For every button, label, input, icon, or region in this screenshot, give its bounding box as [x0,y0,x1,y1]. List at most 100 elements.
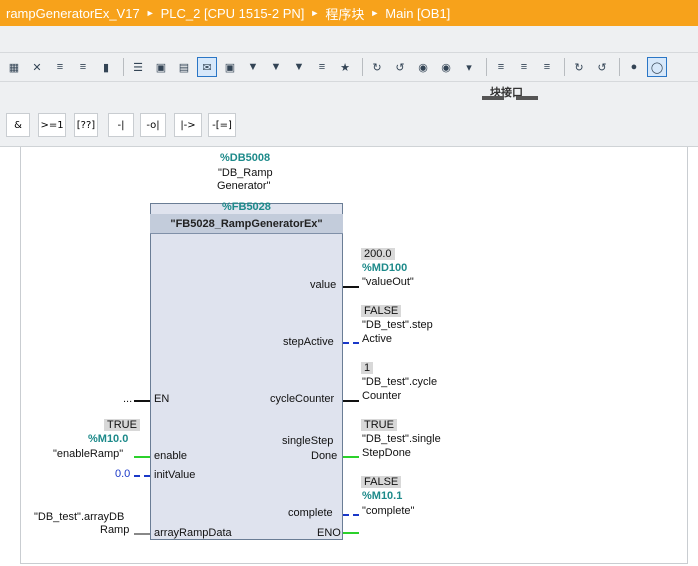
stepactive-symbol-line2: Active [362,333,392,345]
insert-row-icon[interactable]: ≡ [56,61,64,73]
splitter-handle[interactable] [516,96,538,101]
instance-db-name-line2: Generator" [217,180,271,192]
pin-eno: ENO [317,527,341,539]
comments-icon[interactable]: ✉ [197,57,217,77]
breadcrumb-plc[interactable]: PLC_2 [CPU 1515-2 PN] [160,5,305,21]
singlestepdone-monitor: TRUE [361,419,397,431]
complete-address: %M10.1 [362,490,403,502]
compare-icon[interactable]: ↻ [372,61,382,74]
or-box-button[interactable]: >=1 [38,113,66,137]
delete-network-icon[interactable]: ✕ [32,61,42,74]
value-address: %MD100 [362,262,408,274]
toolbar-divider [123,58,124,76]
en-wire [134,400,150,402]
step-icon[interactable]: ◉ [441,61,451,74]
initvalue-wire [134,475,150,479]
cyclecounter-monitor: 1 [361,362,374,374]
empty-box-button[interactable]: [??] [74,113,98,137]
pin-arrayrampdata: arrayRampData [154,527,232,539]
reset-icon[interactable]: ▮ [102,61,110,74]
breadcrumb-separator-icon: ► [370,8,380,18]
stepactive-wire [343,342,359,344]
show-all-icon[interactable]: ☰ [133,61,143,74]
display-icon[interactable]: ▾ [466,61,472,74]
enable-wire [134,456,150,458]
pin-initvalue: initValue [154,469,196,481]
go-to-icon[interactable]: ↺ [395,61,405,74]
complete-symbol[interactable]: "complete" [362,505,415,517]
stepactive-monitor: FALSE [361,305,402,317]
negation-button[interactable]: -o| [140,113,166,137]
monitor-icon[interactable]: ★ [340,61,350,74]
enable-value: TRUE [104,419,140,431]
program-status-icon[interactable]: ↺ [597,61,607,74]
block-address: %FB5028 [222,201,271,213]
network-canvas[interactable] [20,147,688,564]
lang-icon[interactable]: ≡ [543,61,551,73]
lang-icon[interactable]: ≡ [497,61,505,73]
pin-cyclecounter: cycleCounter [270,393,335,405]
pin-en: EN [154,393,170,405]
absolute-icon[interactable]: ▣ [155,61,167,74]
instance-db-name-line1: "DB_Ramp [218,167,273,179]
stepactive-symbol-line1[interactable]: "DB_test".step [362,319,433,331]
breadcrumb-main-ob1[interactable]: Main [OB1] [385,5,451,21]
program-status-icon[interactable]: ↻ [574,61,584,74]
singlestepdone-wire [343,456,359,458]
add-row-icon[interactable]: ≡ [79,61,87,73]
singlestepdone-symbol-line1[interactable]: "DB_test".single [362,433,441,445]
breakpoint-icon[interactable]: ◉ [418,61,428,74]
instance-db-address: %DB5008 [220,152,271,164]
pin-singlestepdone-line2: Done [311,450,338,462]
block-interface-bar[interactable]: 块接口 [0,81,698,101]
pin-stepactive: stepActive [283,336,334,348]
insert-network-icon[interactable]: ▦ [8,61,20,74]
value-symbol[interactable]: "valueOut" [362,276,414,288]
program-status-icon[interactable]: ◯ [647,57,667,77]
arrayrampdata-symbol-line1[interactable]: "DB_test".arrayDB [34,511,125,523]
symbolic-icon[interactable]: ▤ [178,61,190,74]
pin-value: value [310,279,337,291]
branch-button[interactable]: -| [108,113,134,137]
editor-header-area [0,26,698,53]
breadcrumb-separator-icon: ► [145,8,155,18]
eno-wire [343,532,359,534]
toolbar-divider [486,58,487,76]
singlestepdone-symbol-line2: StepDone [362,447,411,459]
jump-prev-icon[interactable]: ▼ [270,61,282,73]
navigate-icon[interactable]: ▼ [293,61,305,73]
breadcrumb-program-blocks[interactable]: 程序块 [325,6,365,22]
cyclecounter-symbol-line2: Counter [362,390,402,402]
pin-complete: complete [288,507,333,519]
arrayrampdata-wire [134,533,150,535]
complete-wire [343,514,359,516]
arrayrampdata-symbol-line2: Ramp [100,524,130,536]
value-monitor: 200.0 [361,248,395,260]
assignment-button[interactable]: |-> [174,113,202,137]
splitter-handle[interactable] [482,96,504,101]
instruction-favorites-bar: & >=1 [??] -| -o| |-> -[=] [0,100,698,147]
coil-button[interactable]: -[=] [208,113,236,137]
program-status-icon[interactable]: ● [630,61,638,73]
breadcrumb-project[interactable]: rampGeneratorEx_V17 [6,5,140,21]
breadcrumb: rampGeneratorEx_V17 ► PLC_2 [CPU 1515-2 … [0,0,698,26]
watch-list-icon[interactable]: ≡ [318,61,326,73]
value-wire [343,286,359,288]
cyclecounter-symbol-line1[interactable]: "DB_test".cycle [362,376,438,388]
favorites-icon[interactable]: ▣ [224,61,236,74]
en-wire-label: ... [123,393,133,405]
pin-enable: enable [154,450,188,462]
initvalue-value[interactable]: 0.0 [115,468,131,480]
and-box-button[interactable]: & [6,113,30,137]
cyclecounter-wire [343,400,359,402]
toolbar-divider [619,58,620,76]
toolbar-divider [564,58,565,76]
jump-next-icon[interactable]: ▼ [247,61,259,73]
editor-toolbar: ▦ ✕ ≡ ≡ ▮ ☰ ▣ ▤ ✉ ▣ ▼ ▼ ▼ ≡ ★ ↻ ↺ ◉ ◉ ▾ … [0,53,698,81]
breadcrumb-separator-icon: ► [310,8,320,18]
enable-symbol[interactable]: "enableRamp" [53,448,124,460]
enable-address: %M10.0 [88,433,129,445]
block-title[interactable]: "FB5028_RampGeneratorEx" [150,214,343,234]
lang-icon[interactable]: ≡ [520,61,528,73]
function-block[interactable] [150,203,343,540]
